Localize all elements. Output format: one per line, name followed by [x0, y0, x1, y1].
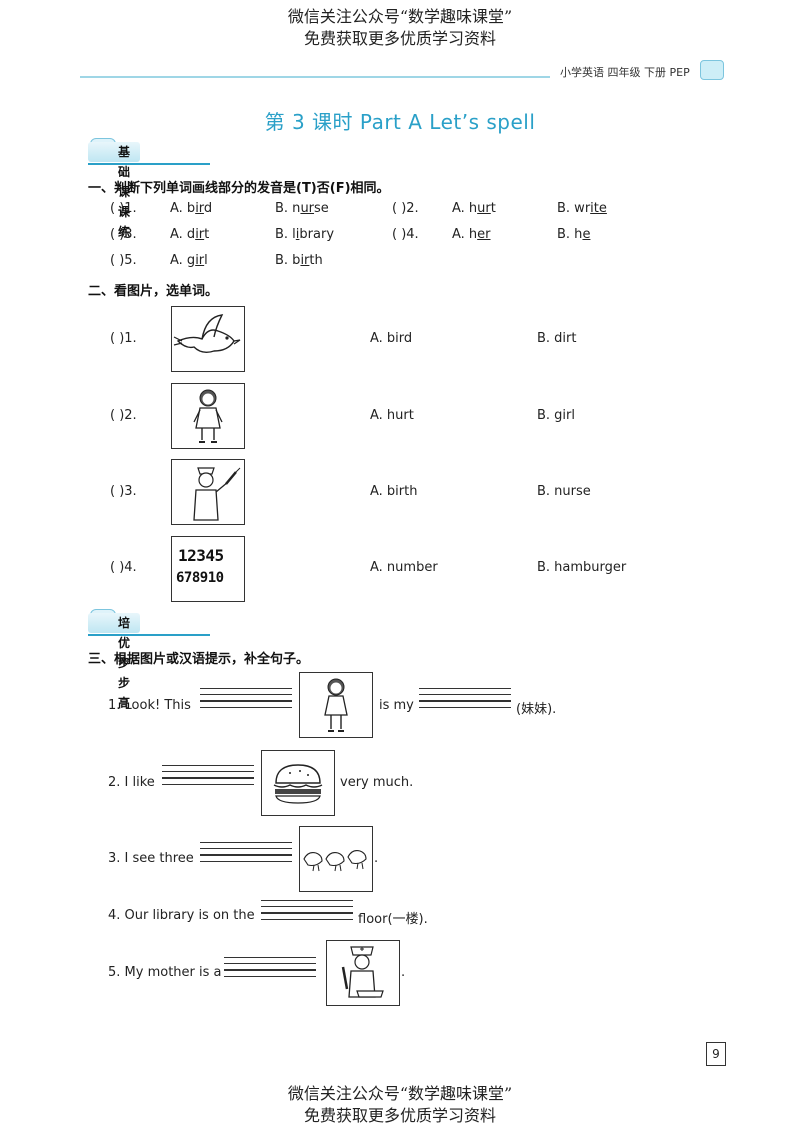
watermark-line1: 微信关注公众号“数学趣味课堂”	[287, 1084, 513, 1103]
s1-item1-option-b: B. nurse	[275, 201, 329, 216]
s2-item2-option-a: A. hurt	[370, 408, 414, 423]
birds-picture	[299, 826, 373, 892]
s2-item1-option-b: B. dirt	[537, 331, 577, 346]
bird-icon	[173, 314, 241, 354]
s2-item4-option-b: B. hamburger	[537, 560, 627, 575]
section2-heading: 二、看图片，选单词。	[88, 284, 219, 299]
s3-sentence4-end: floor(一楼).	[358, 912, 428, 927]
s3-sentence1-start: 1. Look! This	[108, 698, 191, 713]
s1-item2-option-a: A. hurt	[452, 201, 496, 216]
s2-item3-option-a: A. birth	[370, 484, 418, 499]
s1-item5-number: ( )5.	[110, 253, 137, 268]
s3-sentence5-start: 5. My mother is a	[108, 965, 222, 980]
three-birds-icon	[303, 850, 367, 872]
s1-item3-number: ( )3.	[110, 227, 137, 242]
s1-item1-number: ( )1.	[110, 201, 137, 216]
numbers-top: 12345	[178, 546, 224, 565]
watermark-bottom: 微信关注公众号“数学趣味课堂” 免费获取更多优质学习资料	[0, 1083, 800, 1127]
answer-lines	[162, 765, 254, 790]
s1-item3-option-b: B. library	[275, 227, 335, 242]
hamburger-picture	[261, 750, 335, 816]
numbers-picture: 12345 678910	[171, 536, 245, 602]
s3-sentence5-end: .	[401, 965, 406, 980]
s3-sentence1-middle: is my	[379, 698, 414, 713]
watermark-line1: 微信关注公众号“数学趣味课堂”	[287, 7, 513, 26]
page-number: 9	[706, 1042, 726, 1066]
s1-item3-option-a: A. dirt	[170, 227, 210, 242]
bird-picture	[171, 306, 245, 372]
s2-item2-option-b: B. girl	[537, 408, 576, 423]
header-tag: 小学英语 四年级 下册 PEP	[560, 66, 690, 79]
s1-item2-option-b: B. write	[557, 201, 607, 216]
girl-picture	[171, 383, 245, 449]
section3-heading: 三、根据图片或汉语提示，补全句子。	[88, 652, 310, 667]
nurse-picture	[171, 459, 245, 525]
s3-sentence3-start: 3. I see three	[108, 851, 194, 866]
s1-item5-option-a: A. girl	[170, 253, 208, 268]
s1-item4-option-b: B. he	[557, 227, 591, 242]
answer-lines	[224, 957, 316, 982]
nurse-mother-picture	[326, 940, 400, 1006]
answer-lines	[200, 842, 292, 867]
s2-item4-number: ( )4.	[110, 560, 137, 575]
section1-heading: 一、判断下列单词画线部分的发音是(T)否(F)相同。	[88, 181, 390, 196]
s1-item1-option-a: A. bird	[170, 201, 213, 216]
s2-item1-number: ( )1.	[110, 331, 137, 346]
bear-icon	[700, 60, 724, 80]
s2-item2-number: ( )2.	[110, 408, 137, 423]
watermark-top: 微信关注公众号“数学趣味课堂” 免费获取更多优质学习资料	[0, 6, 800, 50]
s2-item3-option-b: B. nurse	[537, 484, 591, 499]
badge-underline	[88, 634, 210, 636]
hamburger-icon	[273, 764, 323, 804]
answer-lines	[419, 688, 511, 713]
page-title: 第 3 课时 Part A Let’s spell	[264, 110, 536, 134]
watermark-line2: 免费获取更多优质学习资料	[303, 29, 496, 48]
sister-picture	[299, 672, 373, 738]
watermark-line2: 免费获取更多优质学习资料	[303, 1106, 496, 1125]
answer-lines	[200, 688, 292, 713]
s2-item1-option-a: A. bird	[370, 331, 413, 346]
s3-sentence2-end: very much.	[340, 775, 414, 790]
badge-advanced-label: 培优步步高	[88, 613, 141, 710]
s1-item5-option-b: B. birth	[275, 253, 323, 268]
s3-sentence1-end: (妹妹).	[516, 702, 557, 717]
s1-item2-number: ( )2.	[392, 201, 419, 216]
nurse-icon	[193, 467, 241, 521]
badge-basic-label: 基础课课练	[88, 142, 141, 239]
girl-icon	[193, 389, 223, 443]
s3-sentence2-start: 2. I like	[108, 775, 155, 790]
answer-lines	[261, 900, 353, 925]
header-rule	[80, 76, 550, 78]
s1-item4-number: ( )4.	[392, 227, 419, 242]
girl-icon	[324, 678, 348, 732]
s2-item4-option-a: A. number	[370, 560, 438, 575]
numbers-bottom: 678910	[176, 570, 224, 586]
s2-item3-number: ( )3.	[110, 484, 137, 499]
s1-item4-option-a: A. her	[452, 227, 491, 242]
s3-sentence4-start: 4. Our library is on the	[108, 908, 255, 923]
nurse-icon	[341, 946, 384, 998]
s3-sentence3-end: .	[374, 851, 379, 866]
badge-underline	[88, 163, 210, 165]
